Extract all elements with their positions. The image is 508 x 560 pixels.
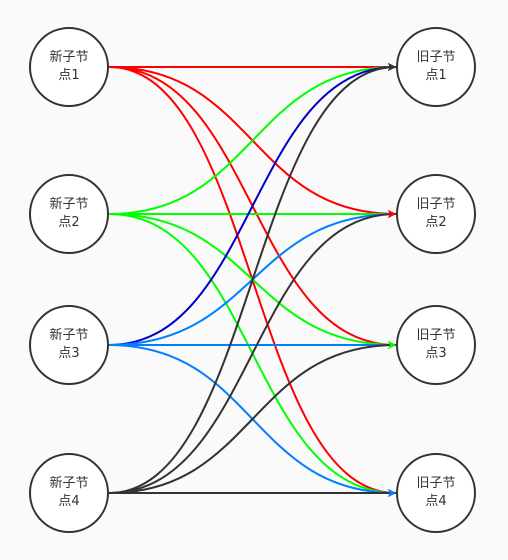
edges-layer (108, 63, 397, 497)
edge-n3-to-o1 (108, 63, 397, 346)
left-node-label-line2: 点4 (58, 494, 79, 509)
right-node-label-line2: 点1 (425, 68, 446, 83)
left-node[interactable]: 新子节 点2 (29, 174, 109, 254)
left-node-circle (29, 453, 109, 533)
right-node-circle (396, 305, 476, 385)
right-node-label-line1: 旧子节 (416, 197, 455, 212)
left-node[interactable]: 新子节 点4 (29, 453, 109, 533)
right-node-circle (396, 27, 476, 107)
left-node-label-line2: 点1 (58, 68, 79, 83)
right-node-label-line1: 旧子节 (416, 50, 455, 65)
right-node-label-line2: 点2 (425, 215, 446, 230)
right-node-circle (396, 174, 476, 254)
edge-n2-to-o1 (108, 63, 397, 215)
right-node-circle (396, 453, 476, 533)
edge-n4-to-o2 (108, 210, 397, 494)
left-node-label-line2: 点3 (58, 346, 79, 361)
left-node-circle (29, 27, 109, 107)
edge-n4-to-o3 (108, 341, 397, 494)
right-node-label-line2: 点3 (425, 346, 446, 361)
left-node-circle (29, 174, 109, 254)
right-node-label-line1: 旧子节 (416, 328, 455, 343)
left-node[interactable]: 新子节 点3 (29, 305, 109, 385)
right-node[interactable]: 旧子节 点4 (396, 453, 476, 533)
left-node-label-line1: 新子节 (49, 327, 88, 343)
left-node-label-line1: 新子节 (49, 49, 88, 65)
right-node[interactable]: 旧子节 点2 (396, 174, 476, 254)
left-node-label-line2: 点2 (58, 215, 79, 230)
right-node[interactable]: 旧子节 点3 (396, 305, 476, 385)
left-node-label-line1: 新子节 (49, 196, 88, 212)
left-node-circle (29, 305, 109, 385)
left-node-label-line1: 新子节 (49, 475, 88, 491)
left-node[interactable]: 新子节 点1 (29, 27, 109, 107)
right-node-label-line2: 点4 (425, 494, 446, 509)
edge-n4-to-o1 (108, 63, 397, 494)
right-node-label-line1: 旧子节 (416, 476, 455, 491)
right-node[interactable]: 旧子节 点1 (396, 27, 476, 107)
